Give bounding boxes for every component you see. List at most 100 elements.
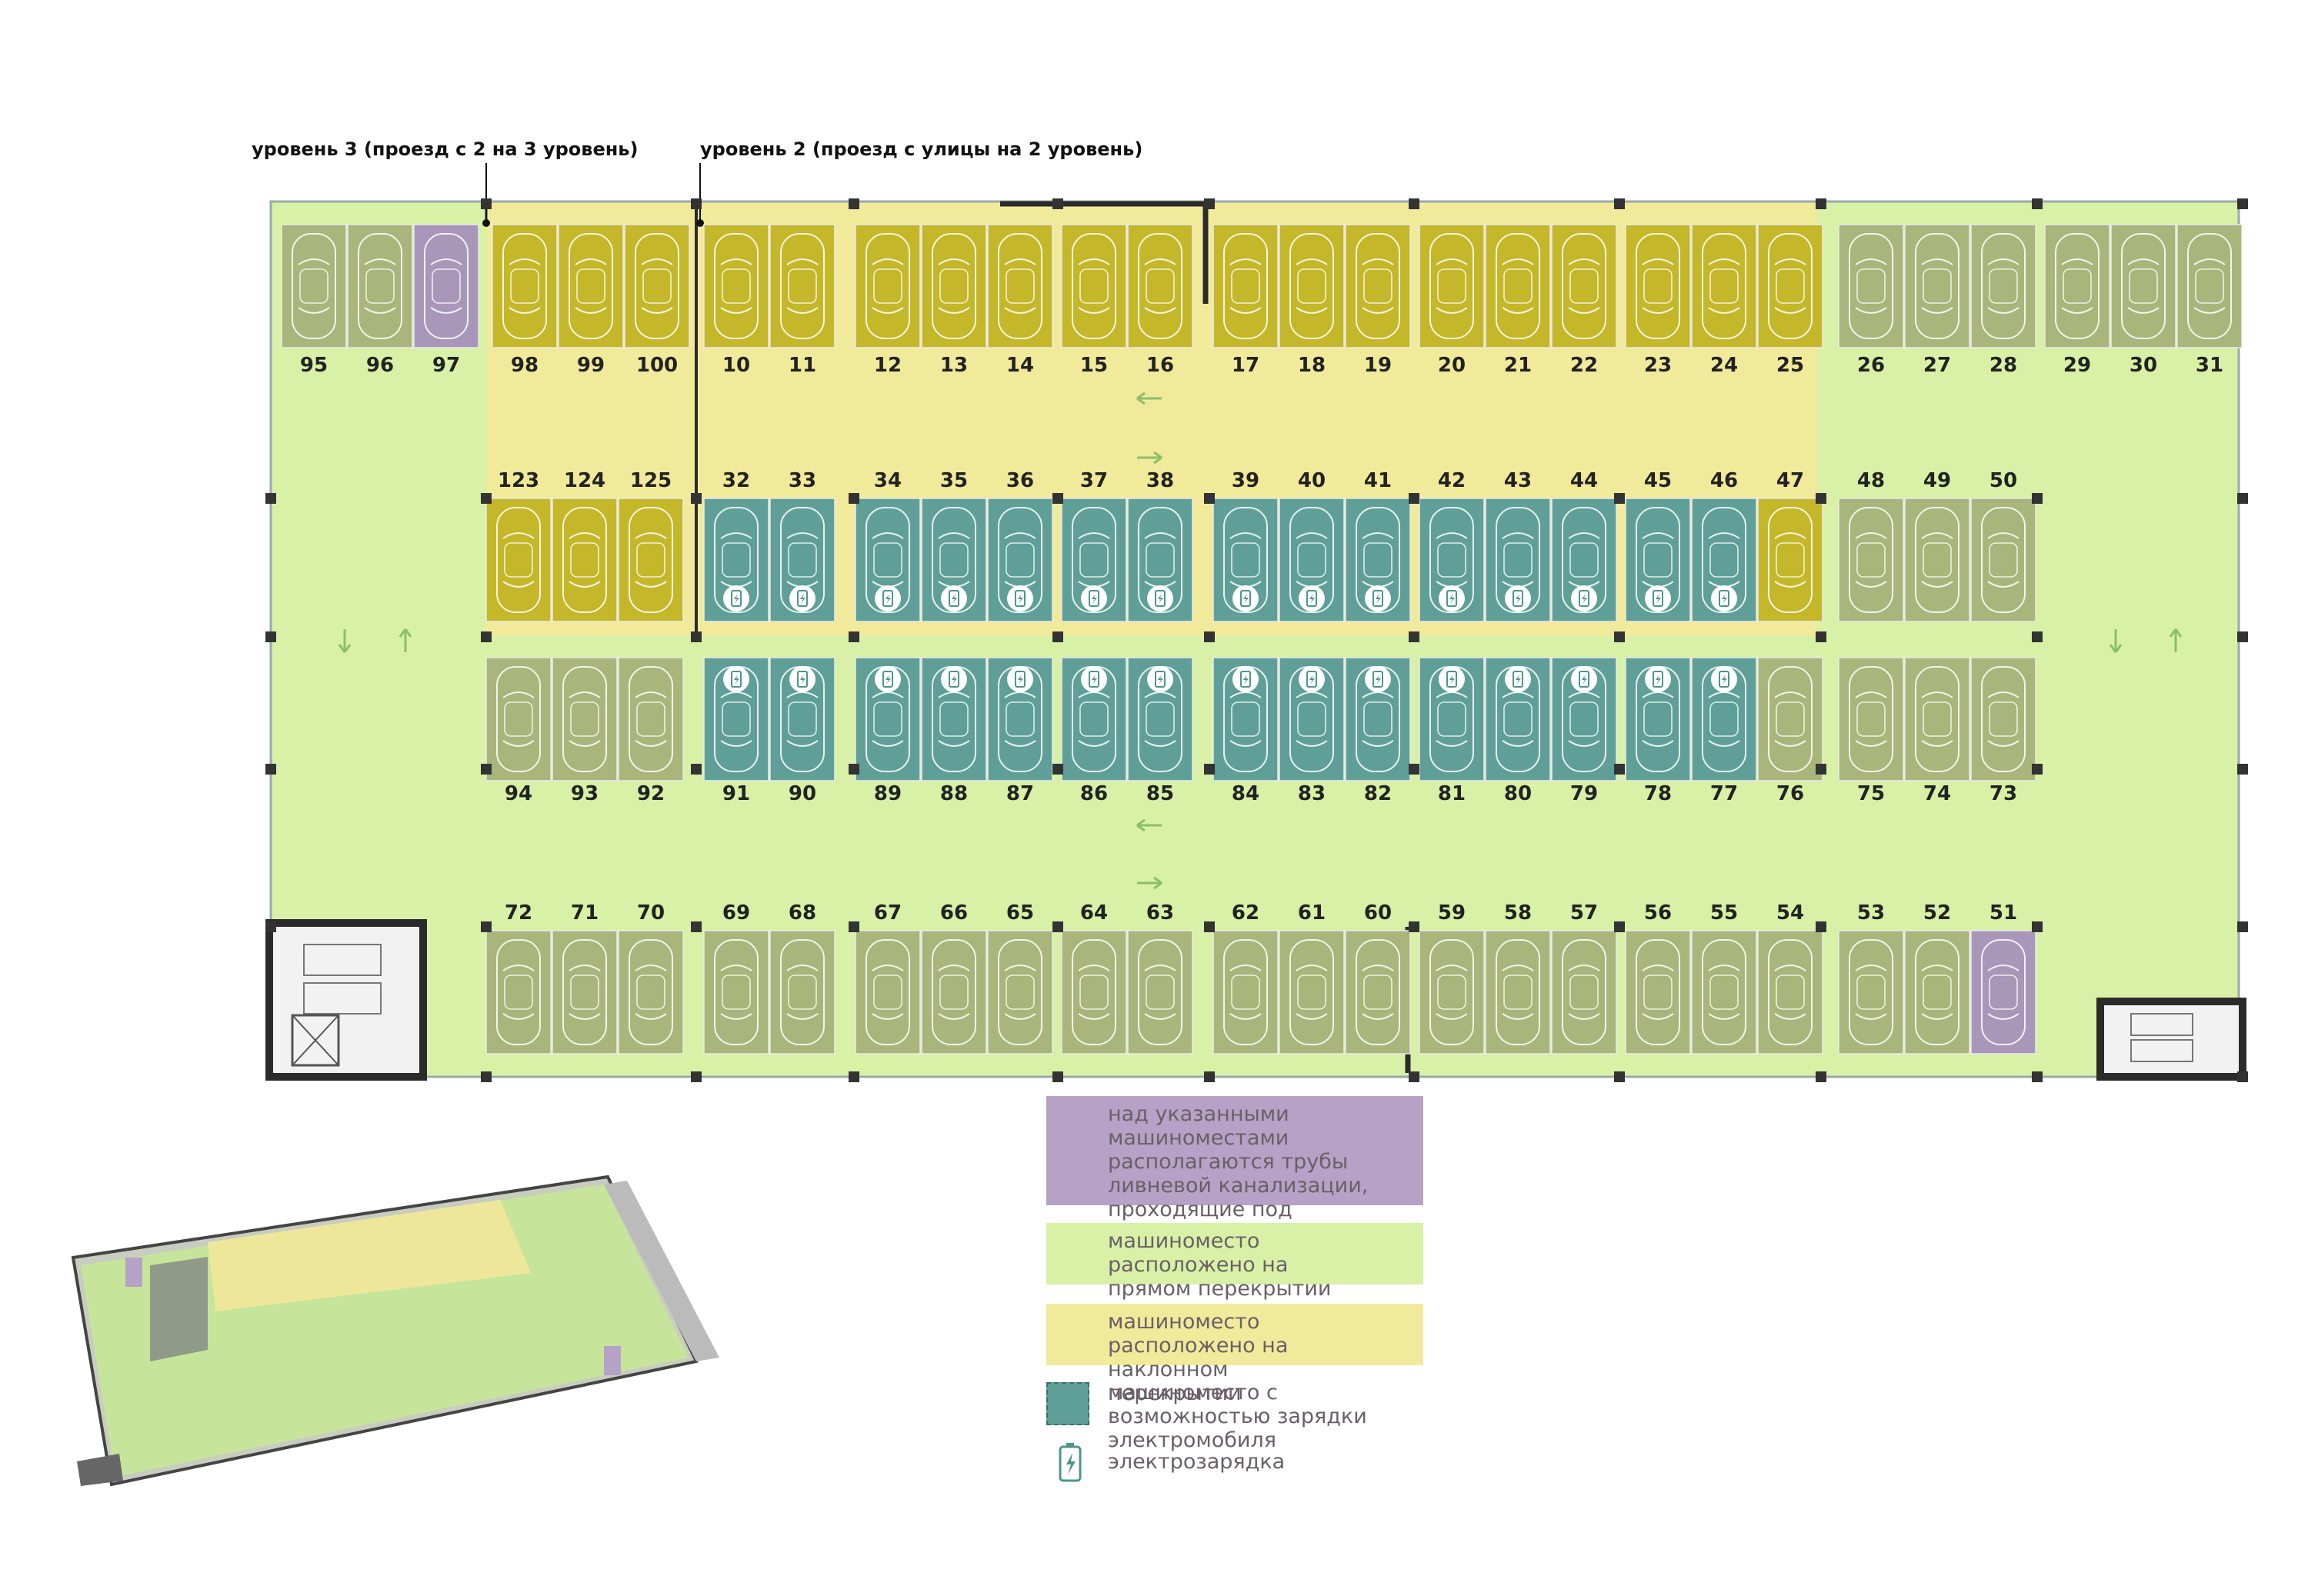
parking-slot[interactable]: 70 [618,901,684,1055]
parking-slot[interactable]: 22 [1551,224,1617,377]
parking-slot[interactable]: 75 [1838,657,1904,805]
parking-slot[interactable]: 87 [987,657,1053,805]
parking-slot[interactable]: 123 [485,469,552,622]
parking-slot[interactable]: 28 [1970,224,2036,377]
parking-slot[interactable]: 89 [855,657,921,805]
parking-slot[interactable]: 30 [2110,224,2176,377]
parking-slot[interactable]: 55 [1691,901,1757,1055]
parking-slot[interactable]: 18 [1279,224,1345,377]
parking-slot[interactable]: 97 [413,224,479,377]
parking-slot[interactable]: 61 [1279,901,1345,1055]
parking-slot[interactable]: 79 [1551,657,1617,805]
parking-slot[interactable]: 93 [552,657,618,805]
parking-slot[interactable]: 99 [558,224,624,377]
parking-slot[interactable]: 71 [552,901,618,1055]
parking-slot[interactable]: 26 [1838,224,1904,377]
parking-slot[interactable]: 57 [1551,901,1617,1055]
parking-slot[interactable]: 43 [1485,469,1551,622]
parking-slot[interactable]: 68 [769,901,835,1055]
column [1204,198,1215,209]
parking-slot[interactable]: 49 [1904,469,1970,622]
parking-slot[interactable]: 51 [1970,901,2036,1055]
parking-slot[interactable]: 77 [1691,657,1757,805]
parking-slot[interactable]: 72 [485,901,552,1055]
parking-slot[interactable]: 37 [1061,469,1127,622]
parking-slot[interactable]: 69 [703,901,769,1055]
parking-slot[interactable]: 124 [552,469,618,622]
parking-slot[interactable]: 63 [1127,901,1193,1055]
parking-slot[interactable]: 83 [1279,657,1345,805]
parking-slot[interactable]: 53 [1838,901,1904,1055]
parking-slot[interactable]: 21 [1485,224,1551,377]
parking-slot[interactable]: 82 [1345,657,1411,805]
column [2237,198,2248,209]
parking-slot[interactable]: 25 [1757,224,1823,377]
parking-slot[interactable]: 96 [347,224,413,377]
parking-slot[interactable]: 46 [1691,469,1757,622]
parking-slot[interactable]: 62 [1212,901,1279,1055]
parking-slot[interactable]: 50 [1970,469,2036,622]
parking-slot[interactable]: 38 [1127,469,1193,622]
parking-slot[interactable]: 14 [987,224,1053,377]
parking-slot[interactable]: 60 [1345,901,1411,1055]
parking-slot[interactable]: 48 [1838,469,1904,622]
parking-slot[interactable]: 88 [921,657,987,805]
parking-slot[interactable]: 39 [1212,469,1279,622]
parking-slot[interactable]: 90 [769,657,835,805]
parking-slot[interactable]: 76 [1757,657,1823,805]
parking-slot[interactable]: 16 [1127,224,1193,377]
ev-charger-icon [1147,585,1173,611]
parking-slot[interactable]: 33 [769,469,835,622]
parking-slot[interactable]: 81 [1419,657,1485,805]
parking-slot[interactable]: 86 [1061,657,1127,805]
parking-slot[interactable]: 91 [703,657,769,805]
parking-slot[interactable]: 52 [1904,901,1970,1055]
parking-slot[interactable]: 92 [618,657,684,805]
parking-slot[interactable]: 44 [1551,469,1617,622]
parking-slot[interactable]: 27 [1904,224,1970,377]
parking-slot[interactable]: 17 [1212,224,1279,377]
parking-slot[interactable]: 73 [1970,657,2036,805]
parking-slot[interactable]: 29 [2044,224,2110,377]
parking-slot[interactable]: 13 [921,224,987,377]
parking-slot[interactable]: 80 [1485,657,1551,805]
legend-text-charger: электрозарядка [1108,1450,1286,1474]
parking-slot[interactable]: 45 [1625,469,1691,622]
parking-slot[interactable]: 20 [1419,224,1485,377]
parking-slot[interactable]: 35 [921,469,987,622]
parking-slot[interactable]: 12 [855,224,921,377]
slot-number: 56 [1644,901,1672,925]
parking-slot[interactable]: 67 [855,901,921,1055]
parking-slot[interactable]: 84 [1212,657,1279,805]
parking-slot[interactable]: 85 [1127,657,1193,805]
parking-slot[interactable]: 24 [1691,224,1757,377]
slot-number: 11 [789,354,816,377]
parking-slot[interactable]: 15 [1061,224,1127,377]
parking-slot[interactable]: 32 [703,469,769,622]
parking-slot[interactable]: 41 [1345,469,1411,622]
parking-slot[interactable]: 47 [1757,469,1823,622]
parking-slot[interactable]: 65 [987,901,1053,1055]
parking-slot[interactable]: 19 [1345,224,1411,377]
parking-slot[interactable]: 11 [769,224,835,377]
parking-slot[interactable]: 40 [1279,469,1345,622]
parking-slot[interactable]: 74 [1904,657,1970,805]
parking-slot[interactable]: 64 [1061,901,1127,1055]
parking-slot[interactable]: 58 [1485,901,1551,1055]
parking-slot[interactable]: 54 [1757,901,1823,1055]
parking-slot[interactable]: 66 [921,901,987,1055]
parking-slot[interactable]: 125 [618,469,684,622]
parking-slot[interactable]: 42 [1419,469,1485,622]
parking-slot[interactable]: 100 [624,224,690,377]
parking-slot[interactable]: 23 [1625,224,1691,377]
parking-slot[interactable]: 36 [987,469,1053,622]
parking-slot[interactable]: 10 [703,224,769,377]
parking-slot[interactable]: 78 [1625,657,1691,805]
parking-slot[interactable]: 31 [2176,224,2243,377]
parking-slot[interactable]: 34 [855,469,921,622]
parking-slot[interactable]: 56 [1625,901,1691,1055]
parking-slot[interactable]: 59 [1419,901,1485,1055]
parking-slot[interactable]: 98 [492,224,558,377]
parking-slot[interactable]: 94 [485,657,552,805]
parking-slot[interactable]: 95 [281,224,347,377]
